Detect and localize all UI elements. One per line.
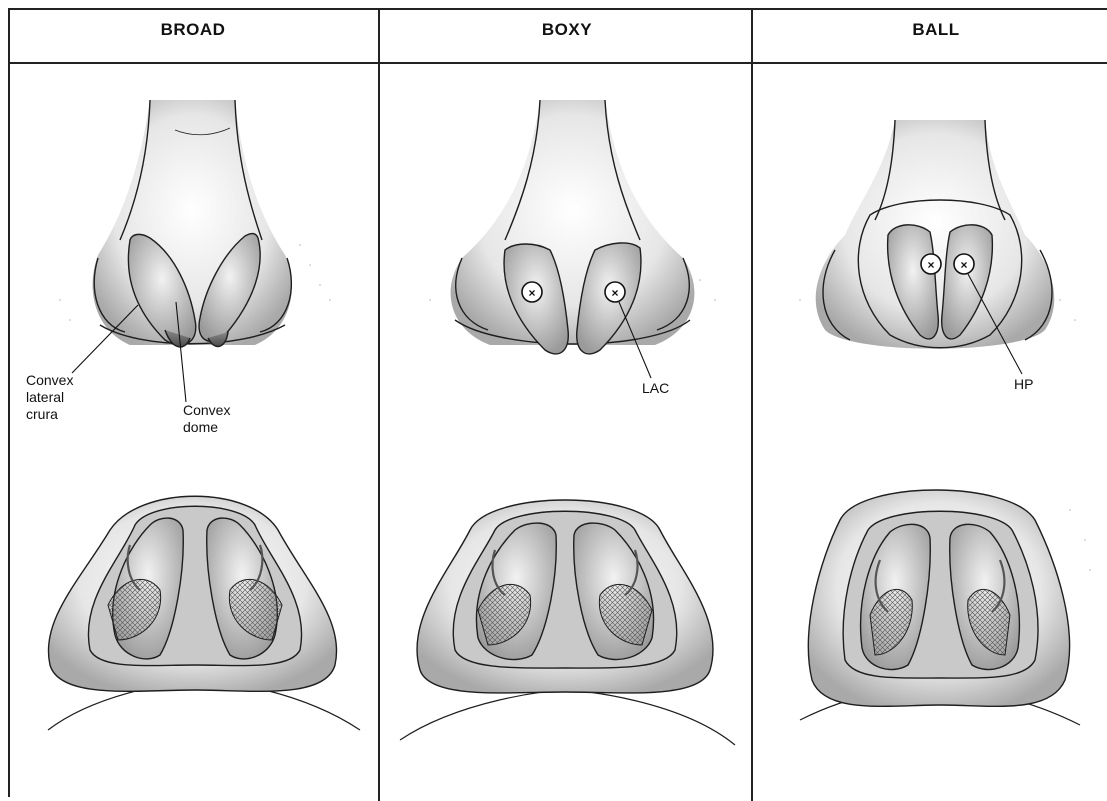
svg-text:×: × — [960, 258, 967, 272]
broad-basal-view — [48, 496, 360, 730]
lac-marker-right: × — [605, 282, 625, 302]
label-convex-dome: Convex dome — [183, 402, 230, 436]
label-hp: HP — [1014, 376, 1033, 393]
boxy-basal-view — [400, 500, 735, 745]
broad-frontal-view — [93, 100, 292, 347]
label-convex-lateral-crura: Convex lateral crura — [26, 372, 73, 423]
svg-text:×: × — [611, 286, 618, 300]
ball-basal-view — [800, 490, 1080, 725]
svg-text:×: × — [528, 286, 535, 300]
hp-marker-left: × — [921, 254, 941, 274]
lac-marker-left: × — [522, 282, 542, 302]
boxy-frontal-view — [451, 100, 695, 354]
label-lac: LAC — [642, 380, 669, 397]
ball-frontal-view — [816, 120, 1055, 349]
hp-marker-right: × — [954, 254, 974, 274]
svg-text:×: × — [927, 258, 934, 272]
